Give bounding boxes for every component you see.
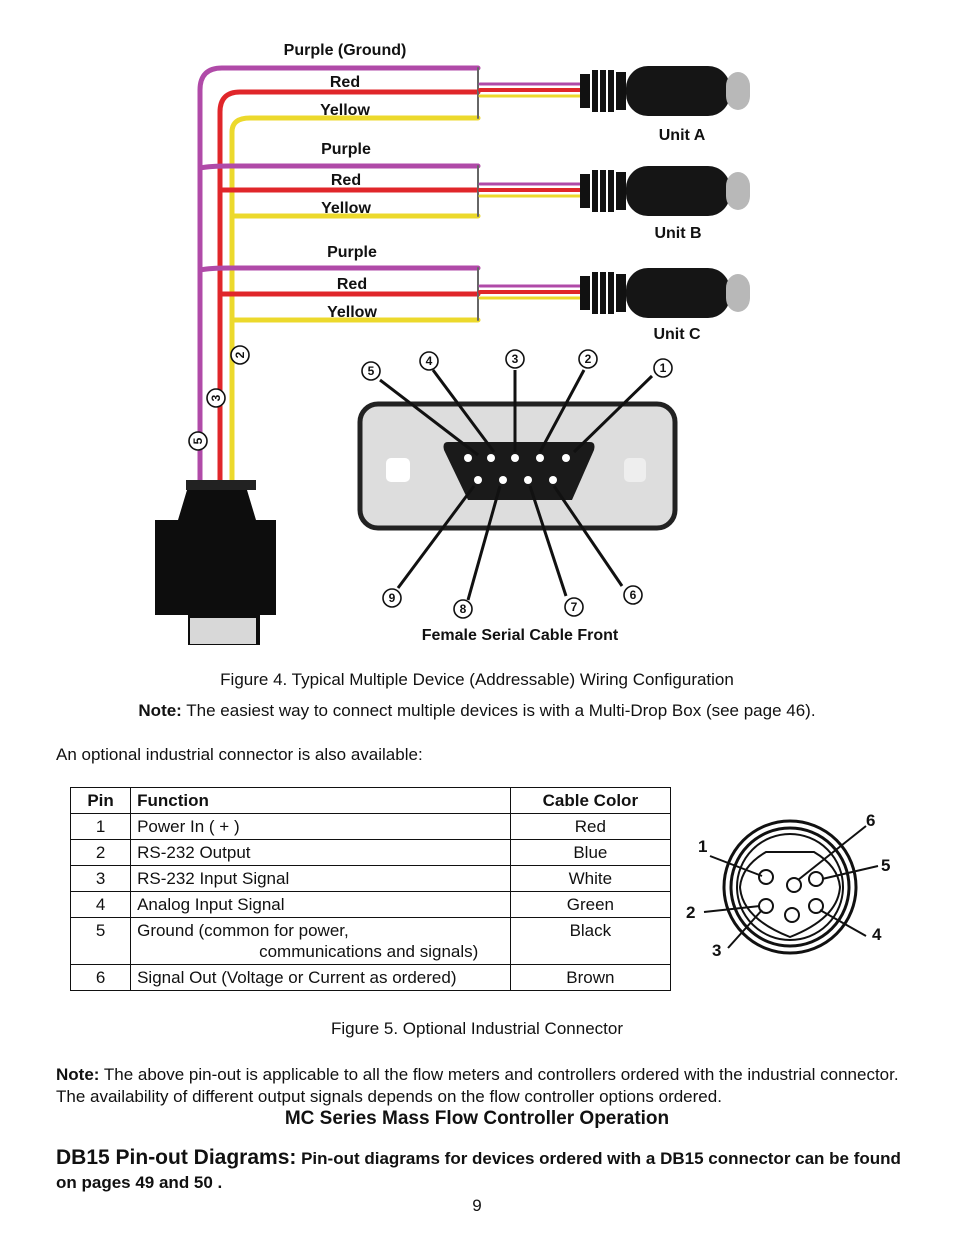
unit-a-label: Unit A [659, 127, 706, 144]
function-cell: Analog Input Signal [130, 891, 511, 918]
db9-pin-9-label: 9 [382, 588, 402, 608]
color-cell: Black [509, 917, 672, 965]
function-cell: RS-232 Output [130, 839, 511, 866]
table-row: 2 RS-232 Output Blue [69, 839, 672, 866]
db9-pin-1-label: 1 [653, 358, 673, 378]
intro-text: An optional industrial connector is also… [56, 745, 423, 764]
svg-text:2: 2 [233, 351, 247, 358]
table-row: 3 RS-232 Input Signal White [69, 865, 672, 892]
svg-text:3: 3 [209, 394, 223, 401]
svg-text:3: 3 [512, 352, 519, 366]
note-label: Note: [138, 701, 182, 720]
connector-pin-2-label: 2 [686, 903, 695, 922]
color-cell: Red [509, 813, 672, 840]
connector-leader-lines [703, 825, 879, 949]
db9-pin-5-label: 5 [361, 361, 381, 381]
connector-pin-5-label: 5 [881, 856, 890, 875]
pin-cell: 6 [69, 964, 132, 991]
connector-pin-4-label: 4 [872, 925, 882, 944]
connector-pin-3-label: 3 [712, 941, 721, 960]
connector-unit-a [580, 66, 750, 116]
pin-table: Pin Function Cable Color 1 Power In ( + … [69, 787, 672, 991]
table-header-row: Pin Function Cable Color [69, 787, 672, 814]
function-cell: Ground (common for power, communications… [130, 917, 511, 965]
cable-marker-2: 2 [230, 345, 250, 365]
svg-text:4: 4 [426, 354, 433, 368]
function-cell: Signal Out (Voltage or Current as ordere… [130, 964, 511, 991]
db9-pin-6-label: 6 [623, 585, 643, 605]
table-row: 4 Analog Input Signal Green [69, 891, 672, 918]
pin-cell: 4 [69, 891, 132, 918]
wire-label-yellow-a: Yellow [320, 102, 370, 119]
db9-pin-8-label: 8 [453, 599, 473, 619]
pin-cell: 3 [69, 865, 132, 892]
db9-pin-3-label: 3 [505, 349, 525, 369]
db9-caption: Female Serial Cable Front [422, 627, 619, 644]
db9-front [357, 401, 678, 531]
note2-label: Note: [56, 1065, 100, 1084]
header-function: Function [130, 787, 511, 814]
figure4-note: Note: The easiest way to connect multipl… [0, 701, 954, 721]
color-cell: Blue [509, 839, 672, 866]
note2-text: The above pin-out is applicable to all t… [56, 1065, 899, 1106]
pin-cell: 1 [69, 813, 132, 840]
svg-text:5: 5 [368, 364, 375, 378]
table-row: 6 Signal Out (Voltage or Current as orde… [69, 964, 672, 991]
section-title: MC Series Mass Flow Controller Operation [284, 1108, 670, 1129]
figure5-caption: Figure 5. Optional Industrial Connector [331, 1019, 623, 1038]
wire-label-red-a: Red [330, 74, 360, 91]
function-line-1: Ground (common for power, [137, 921, 349, 940]
wiring-diagram: Purple (Ground) Red Yellow Purple Red Ye… [155, 42, 750, 645]
wire-label-red-c: Red [337, 276, 367, 293]
pin-cell: 5 [69, 917, 132, 965]
db9-pin-7-label: 7 [564, 597, 584, 617]
wire-label-yellow-c: Yellow [327, 304, 377, 321]
pin-cell: 2 [69, 839, 132, 866]
db9-pin-4-label: 4 [419, 351, 439, 371]
wire-label-red-b: Red [331, 172, 361, 189]
svg-text:1: 1 [660, 361, 667, 375]
industrial-connector-diagram: 1 2 3 4 5 6 [686, 811, 890, 960]
industrial-note: Note: The above pin-out is applicable to… [56, 1064, 906, 1108]
db9-leader-lines [379, 369, 654, 601]
unit-b-label: Unit B [654, 225, 701, 242]
figure4-caption: Figure 4. Typical Multiple Device (Addre… [220, 670, 734, 689]
svg-text:9: 9 [389, 591, 396, 605]
function-cell: Power In ( + ) [130, 813, 511, 840]
connector-unit-b [580, 166, 750, 216]
page-number: 9 [472, 1196, 482, 1215]
connector-pin-1-label: 1 [698, 837, 707, 856]
wire-label-purple-b: Purple [321, 141, 371, 158]
db9-backshell [155, 480, 276, 645]
wire-bundle [197, 65, 582, 483]
db15-text: Pin-out diagrams for devices ordered wit… [56, 1149, 901, 1192]
wire-label-purple-ground: Purple (Ground) [284, 42, 407, 59]
cable-marker-5: 5 [188, 431, 208, 451]
table-row: 5 Ground (common for power, communicatio… [69, 917, 672, 965]
svg-text:6: 6 [630, 588, 637, 602]
svg-text:2: 2 [585, 352, 592, 366]
svg-text:8: 8 [460, 602, 467, 616]
wire-label-yellow-b: Yellow [321, 200, 371, 217]
header-pin: Pin [69, 787, 132, 814]
svg-text:7: 7 [571, 600, 578, 614]
note-text: The easiest way to connect multiple devi… [181, 701, 816, 720]
wire-label-purple-c: Purple [327, 244, 377, 261]
db15-paragraph: DB15 Pin-out Diagrams: Pin-out diagrams … [56, 1146, 906, 1195]
color-cell: White [509, 865, 672, 892]
cable-marker-3: 3 [206, 388, 226, 408]
function-cell: RS-232 Input Signal [130, 865, 511, 892]
db9-pin-2-label: 2 [578, 349, 598, 369]
svg-text:5: 5 [191, 437, 205, 444]
connector-pin-6-label: 6 [866, 811, 875, 830]
db15-heading: DB15 Pin-out Diagrams: [56, 1146, 297, 1169]
unit-c-label: Unit C [653, 326, 701, 343]
color-cell: Brown [509, 964, 672, 991]
connector-unit-c [580, 268, 750, 318]
color-cell: Green [509, 891, 672, 918]
header-cable-color: Cable Color [509, 787, 672, 814]
function-line-2: communications and signals) [259, 942, 479, 961]
table-row: 1 Power In ( + ) Red [69, 813, 672, 840]
